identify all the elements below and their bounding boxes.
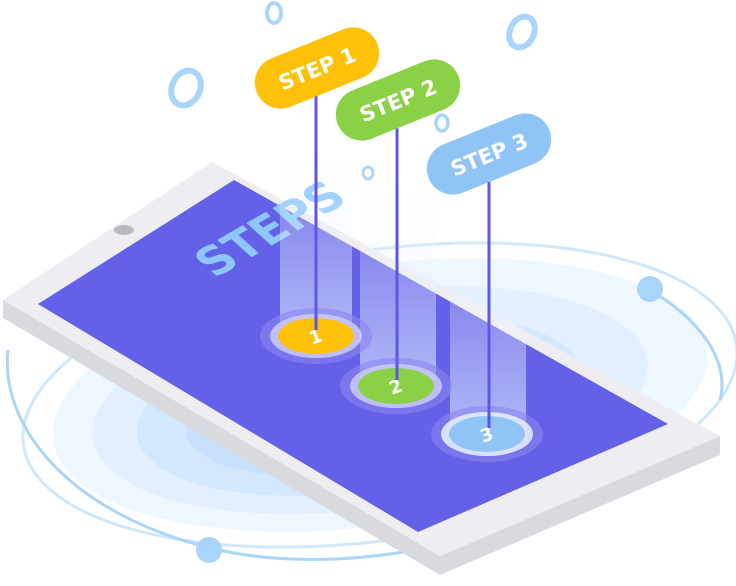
orbit-dot-icon bbox=[196, 537, 222, 563]
step-3-tag[interactable] bbox=[419, 106, 559, 203]
step-3[interactable]: 3 STEP 3 bbox=[419, 106, 559, 462]
phone-camera-icon bbox=[114, 225, 134, 235]
phone-edge bbox=[3, 300, 720, 575]
step-1[interactable]: 1 STEP 1 bbox=[247, 20, 387, 364]
step-2-button[interactable] bbox=[358, 368, 434, 404]
step-3-button[interactable] bbox=[449, 416, 525, 452]
step-2[interactable]: 2 STEP 2 bbox=[328, 52, 468, 414]
decorative-ring-icon bbox=[168, 1, 538, 181]
step-1-tag[interactable] bbox=[247, 20, 387, 117]
step-1-button[interactable] bbox=[278, 318, 354, 354]
step-2-tag[interactable] bbox=[328, 52, 468, 149]
orbit-dot-icon bbox=[637, 276, 663, 302]
